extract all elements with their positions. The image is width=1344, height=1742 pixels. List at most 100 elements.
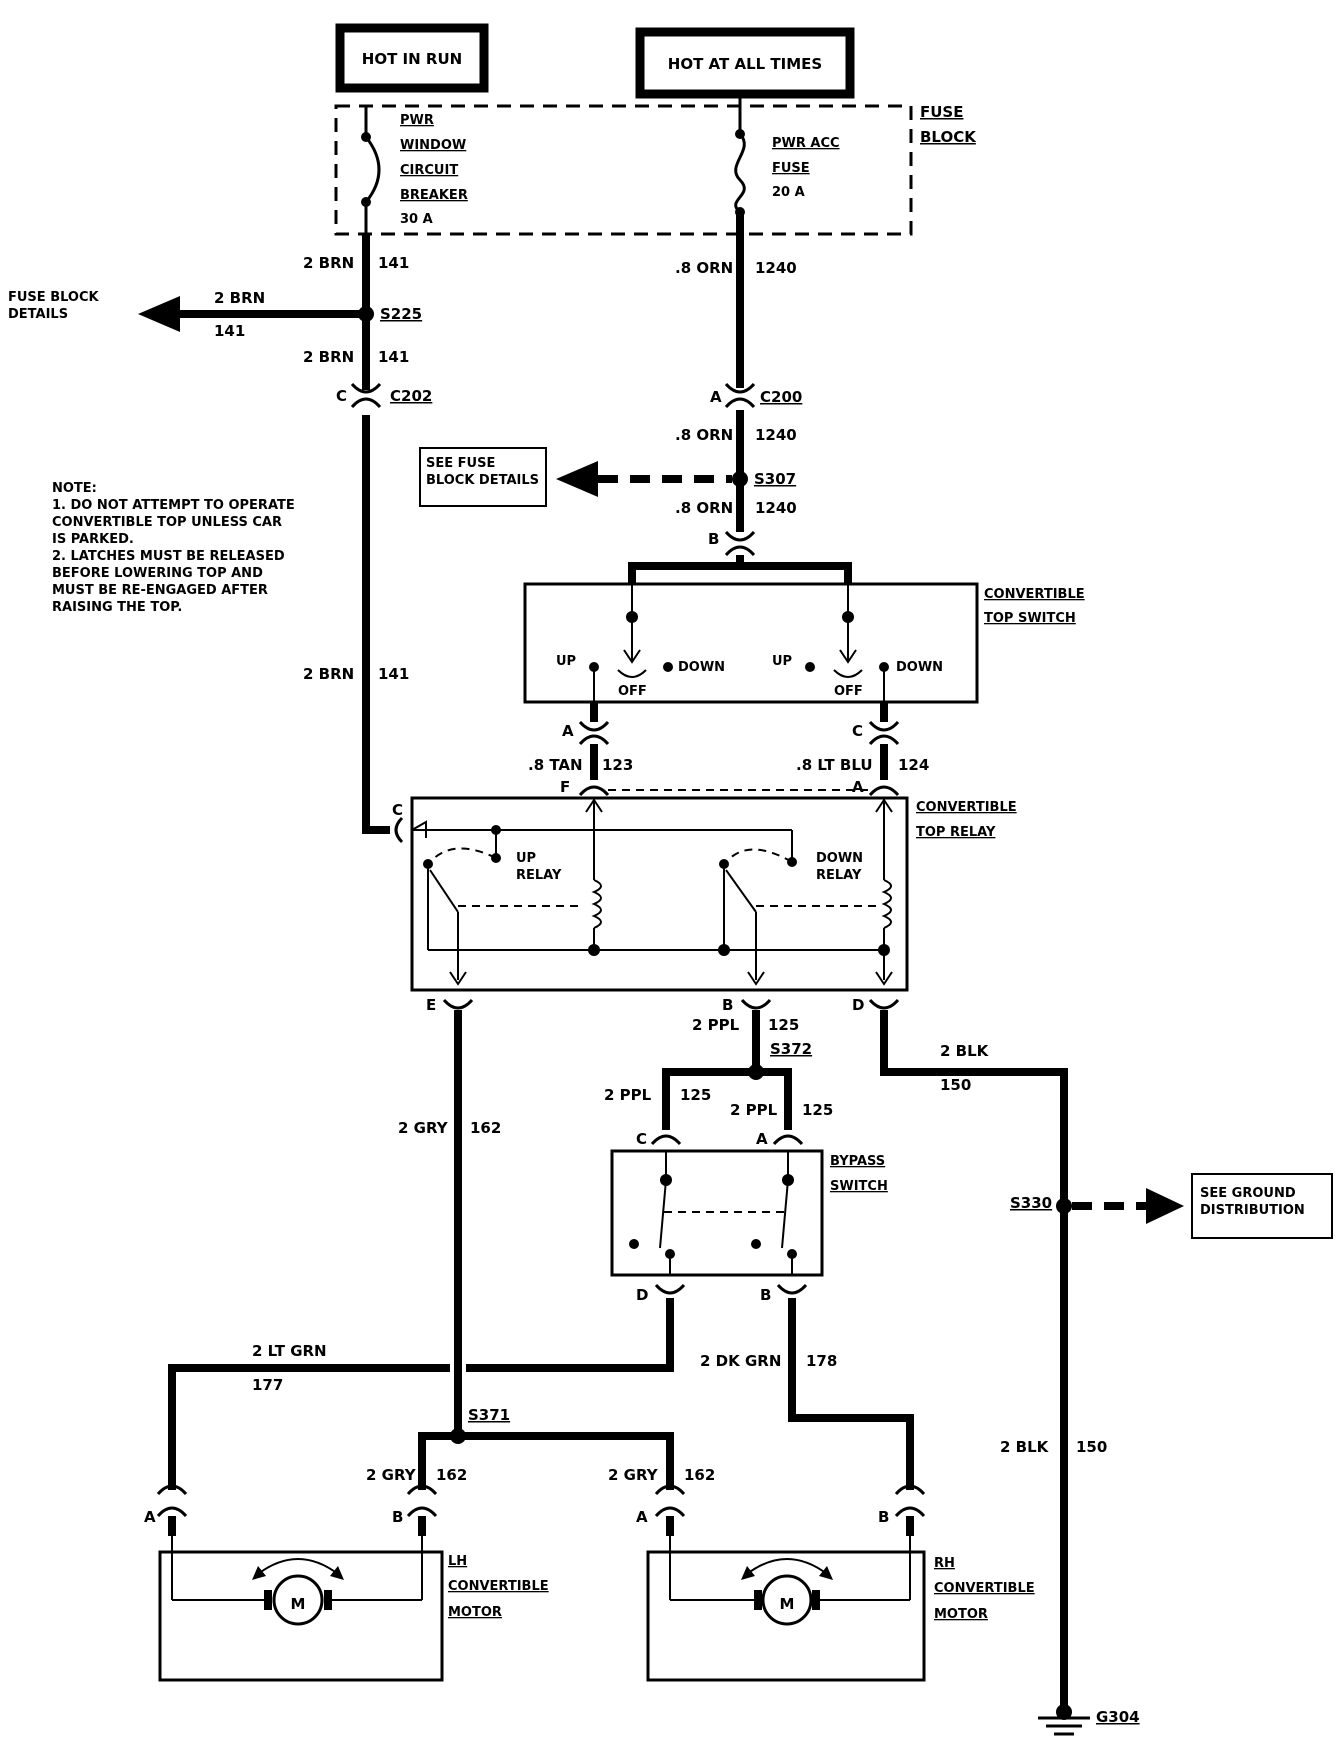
splice-s307: S307 SEE FUSE BLOCK DETAILS <box>419 447 796 507</box>
c200-pin: A <box>710 388 722 406</box>
w177-gauge: 2 LT GRN <box>252 1342 327 1360</box>
circuit-150: 2 BLK 150 S330 SEE GROUND DISTRIBUTION 2… <box>880 1010 1333 1736</box>
switch-right-down: DOWN <box>896 660 943 675</box>
relay-b-pin: B <box>722 996 733 1014</box>
up-relay-label-2: RELAY <box>516 868 562 883</box>
w141-left-circuit: 141 <box>214 322 245 340</box>
circuit-125: S372 2 PPL 125 2 PPL 125 2 PPL 125 C A <box>604 1010 833 1148</box>
w141-low-circuit: 141 <box>378 665 409 683</box>
s371-label: S371 <box>468 1406 510 1424</box>
lh-label-2: CONVERTIBLE <box>448 1579 549 1594</box>
circuit-141: 2 BRN 141 2 BRN 141 2 BRN 141 <box>303 234 409 834</box>
fuse-rating: 20 A <box>772 185 805 200</box>
relay-in-c-pin: C <box>852 722 863 740</box>
lh-convertible-motor: A B M LH CONVERTIBLE MOTOR <box>144 1484 549 1682</box>
hot-at-all-times-box: HOT AT ALL TIMES <box>635 27 855 99</box>
see-fuse-block-arrow <box>556 461 598 497</box>
w1240-a-gauge: .8 ORN <box>675 259 733 277</box>
w141-mid-gauge: 2 BRN <box>303 348 354 366</box>
fuse-block-label-1: FUSE <box>920 103 963 121</box>
note-block: NOTE: 1. DO NOT ATTEMPT TO OPERATE CONVE… <box>52 481 295 615</box>
circuit-162-177-178: 2 GRY 162 2 LT GRN 177 S371 2 GRY 162 2 … <box>168 1010 914 1490</box>
switch-right-off: OFF <box>834 684 863 699</box>
relay-d-pin: D <box>852 996 864 1014</box>
connector-c200: A C200 <box>710 382 802 409</box>
lh-motor-symbol: M <box>291 1595 306 1613</box>
rh-a-pin: A <box>636 1508 648 1526</box>
hot-in-run-box: HOT IN RUN <box>335 23 489 93</box>
s330-label: S330 <box>1010 1194 1052 1212</box>
w150-b-circuit: 150 <box>1076 1438 1107 1456</box>
c202-label: C202 <box>390 387 432 405</box>
rh-motor-symbol: M <box>780 1595 795 1613</box>
circuit-123-124: A .8 TAN 123 C .8 LT BLU 124 <box>528 702 929 780</box>
note-line-6: BEFORE LOWERING TOP AND <box>52 566 263 581</box>
breaker-line-3: CIRCUIT <box>400 163 458 178</box>
splice-s225: S225 2 BRN 141 FUSE BLOCK DETAILS <box>8 289 422 340</box>
fuse-block-label-2: BLOCK <box>920 128 977 146</box>
bypass-label-1: BYPASS <box>830 1154 885 1169</box>
hot-in-run-label: HOT IN RUN <box>362 50 462 68</box>
w150-b-gauge: 2 BLK <box>1000 1438 1050 1456</box>
fuse-block: FUSE BLOCK PWR WINDOW CIRCUIT BREAKER 30… <box>334 94 977 236</box>
switch-left-up: UP <box>556 654 576 669</box>
w124-gauge: .8 LT BLU <box>796 756 873 774</box>
breaker-line-4: BREAKER <box>400 188 468 203</box>
w125-a-circuit: 125 <box>768 1016 799 1034</box>
bypass-switch: BYPASS SWITCH D B <box>610 1149 888 1304</box>
see-ground-line-2: DISTRIBUTION <box>1200 1203 1305 1218</box>
bypass-c-pin: C <box>636 1130 647 1148</box>
bypass-a-pin: A <box>756 1130 768 1148</box>
fuse-block-details-line-1: FUSE BLOCK <box>8 290 100 305</box>
w178-gauge: 2 DK GRN <box>700 1352 781 1370</box>
bypass-d-pin: D <box>636 1286 648 1304</box>
w1240-a-circuit: 1240 <box>755 259 797 277</box>
top-switch-label-1: CONVERTIBLE <box>984 587 1085 602</box>
s225-label: S225 <box>380 305 422 323</box>
note-line-8: RAISING THE TOP. <box>52 600 182 615</box>
bypass-label-2: SWITCH <box>830 1179 888 1194</box>
w125-c-circuit: 125 <box>802 1101 833 1119</box>
g304-label: G304 <box>1096 1708 1140 1726</box>
convertible-top-relay: F A CONVERTIBLE TOP RELAY C UP RELAY <box>392 778 1017 992</box>
w141-mid-circuit: 141 <box>378 348 409 366</box>
down-relay-label-2: RELAY <box>816 868 862 883</box>
fuse-line-1: PWR ACC <box>772 136 840 151</box>
rh-label-2: CONVERTIBLE <box>934 1581 1035 1596</box>
w162-a-circuit: 162 <box>470 1119 501 1137</box>
w1240-b-gauge: .8 ORN <box>675 426 733 444</box>
w141-top-gauge: 2 BRN <box>303 254 354 272</box>
w162-c-circuit: 162 <box>684 1466 715 1484</box>
fuse-block-details-arrow <box>138 296 180 332</box>
down-relay-label-1: DOWN <box>816 851 863 866</box>
switch-left-down: DOWN <box>678 660 725 675</box>
w177-circuit: 177 <box>252 1376 283 1394</box>
relay-output-connectors: E B D <box>426 996 900 1014</box>
switch-b-pin: B <box>708 530 719 548</box>
w162-c-gauge: 2 GRY <box>608 1466 659 1484</box>
c202-pin: C <box>336 387 347 405</box>
lh-label-3: MOTOR <box>448 1605 502 1620</box>
w141-left-gauge: 2 BRN <box>214 289 265 307</box>
w124-circuit: 124 <box>898 756 929 774</box>
top-relay-label-1: CONVERTIBLE <box>916 800 1017 815</box>
bypass-b-pin: B <box>760 1286 771 1304</box>
convertible-top-switch: B CONVERTIBLE TOP SWITCH UP DOWN OFF UP … <box>523 530 1085 704</box>
w141-low-gauge: 2 BRN <box>303 665 354 683</box>
w125-a-gauge: 2 PPL <box>692 1016 740 1034</box>
w141-top-circuit: 141 <box>378 254 409 272</box>
w1240-c-gauge: .8 ORN <box>675 499 733 517</box>
see-ground-arrow <box>1146 1188 1184 1224</box>
w150-a-gauge: 2 BLK <box>940 1042 990 1060</box>
note-line-5: 2. LATCHES MUST BE RELEASED <box>52 549 285 564</box>
note-line-4: IS PARKED. <box>52 532 134 547</box>
note-line-2: 1. DO NOT ATTEMPT TO OPERATE <box>52 498 295 513</box>
rh-motor-icon <box>761 1574 813 1626</box>
w1240-b-circuit: 1240 <box>755 426 797 444</box>
s372-label: S372 <box>770 1040 812 1058</box>
connector-c202: C C202 <box>336 382 432 409</box>
relay-in-a-pin: A <box>562 722 574 740</box>
note-line-7: MUST BE RE-ENGAGED AFTER <box>52 583 268 598</box>
note-line-3: CONVERTIBLE TOP UNLESS CAR <box>52 515 282 530</box>
